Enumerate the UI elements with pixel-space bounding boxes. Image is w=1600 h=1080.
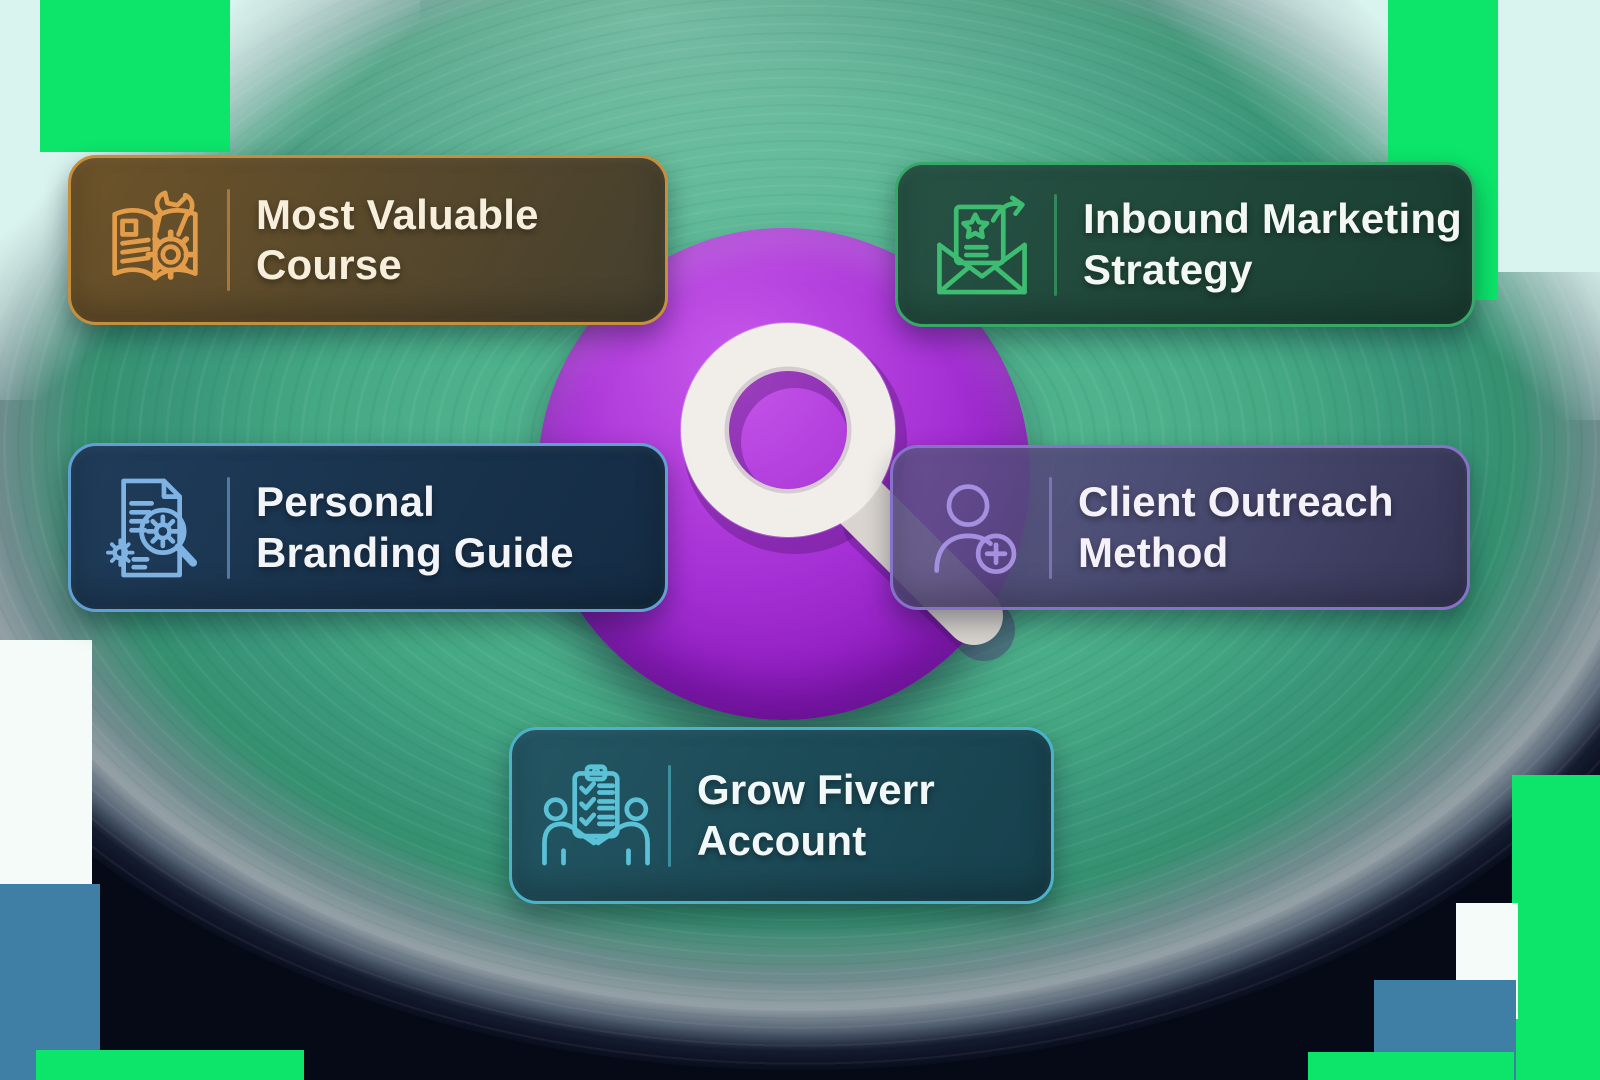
card-label-line2: Branding Guide: [256, 528, 574, 576]
paint-artifact-mint-strip-top-right: [1496, 0, 1600, 272]
card-label: Client Outreach Method: [1078, 477, 1394, 578]
card-most-valuable-course: Most Valuable Course: [68, 155, 668, 325]
paint-artifact-green-bottom-right-2: [1308, 1052, 1514, 1080]
card-label-line2: Method: [1078, 528, 1229, 576]
card-label: Inbound Marketing Strategy: [1083, 194, 1462, 295]
card-label-line2: Course: [256, 241, 402, 288]
card-label: Personal Branding Guide: [256, 477, 574, 578]
paint-artifact-blue-bottom-left: [0, 884, 100, 1080]
card-grow-fiverr-account: Grow Fiverr Account: [509, 727, 1054, 904]
paint-artifact-green-bottom-left: [36, 1050, 304, 1080]
card-label: Most Valuable Course: [256, 190, 539, 291]
card-label-line1: Personal: [256, 478, 436, 526]
book-wrench-gear-icon: [97, 182, 213, 298]
card-label-line1: Grow Fiverr: [697, 766, 935, 814]
paint-artifact-green-bottom-right: [1512, 775, 1600, 1080]
add-user-icon: [919, 470, 1035, 586]
card-divider: [668, 764, 671, 867]
handshake-checklist-icon: [538, 758, 654, 874]
card-personal-branding-guide: Personal Branding Guide: [68, 443, 668, 612]
envelope-star-arrow-icon: [924, 187, 1040, 303]
card-label-line1: Inbound Marketing: [1083, 195, 1463, 243]
card-label-line2: Account: [697, 816, 867, 864]
card-label-line2: Strategy: [1083, 245, 1253, 293]
card-divider: [1054, 193, 1057, 296]
card-inbound-marketing-strategy: Inbound Marketing Strategy: [895, 162, 1475, 327]
document-search-gear-icon: [97, 470, 213, 586]
card-label-line1: Client Outreach: [1078, 478, 1394, 526]
paint-artifact-white-bottom-left: [0, 640, 92, 896]
paint-artifact-green-top-left: [40, 0, 230, 152]
card-label: Grow Fiverr Account: [697, 765, 935, 866]
card-divider: [1049, 476, 1052, 579]
card-label-line1: Most Valuable: [256, 190, 539, 238]
card-divider: [227, 189, 230, 291]
card-divider: [227, 476, 230, 579]
card-client-outreach-method: Client Outreach Method: [890, 445, 1470, 610]
